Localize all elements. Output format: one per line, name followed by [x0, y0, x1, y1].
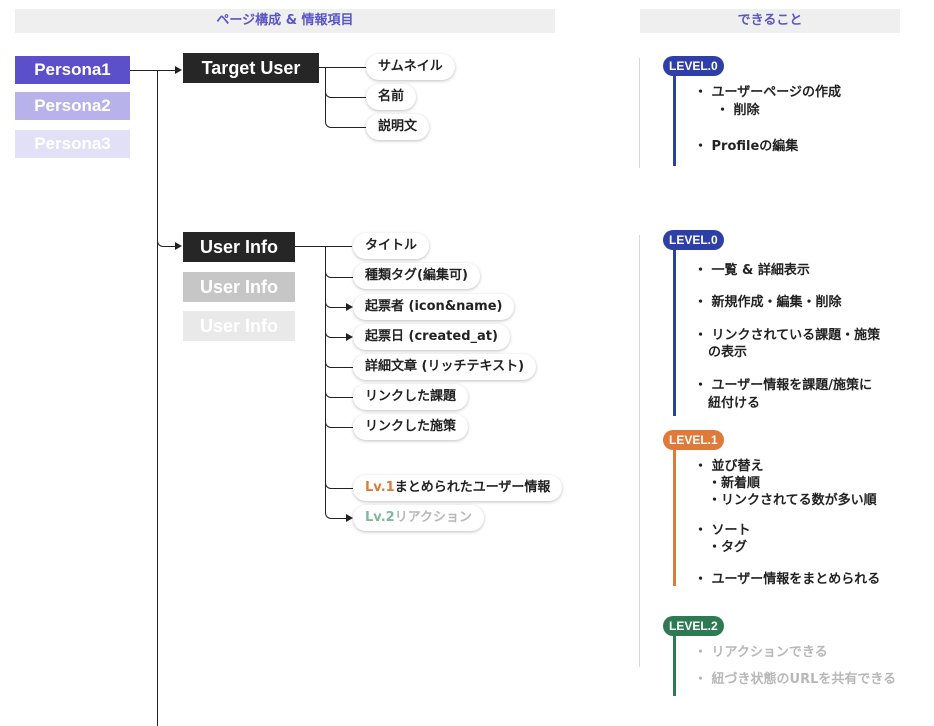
persona-2[interactable]: Persona2: [15, 92, 130, 120]
user-info-ghost-1[interactable]: User Info: [183, 272, 295, 302]
lv2-text: リアクション: [394, 510, 473, 525]
connector-target-line: [319, 67, 366, 68]
panel1-separator: [639, 58, 640, 168]
panel2-subitem-most-linked: ・リンクされてる数が多い順: [708, 493, 877, 508]
arrow-ui-item4: [346, 333, 353, 341]
panel2-item-sort: ・ ソート: [694, 523, 751, 538]
target-item-thumbnail: サムネイル: [366, 54, 455, 80]
connector-ui-lv1: [325, 473, 353, 489]
panel2-level0-bar: [673, 240, 676, 416]
arrow-ui-lv2: [346, 514, 353, 522]
connector-ui-item6: [325, 382, 353, 398]
lv1-prefix: Lv.1: [365, 480, 395, 495]
connector-trunk-userinfo: [157, 220, 176, 247]
panel1-level0-badge: LEVEL.0: [663, 56, 724, 76]
ui-item-lv2-reaction: Lv.2リアクション: [353, 505, 485, 531]
connector-ui-item3: [325, 292, 347, 308]
arrow-to-user-info: [175, 242, 182, 250]
panel2-level2-bar: [673, 626, 676, 696]
persona-3[interactable]: Persona3: [15, 130, 130, 158]
ui-item-created-at: 起票日 (created_at): [353, 324, 510, 350]
panel2-level0-badge: LEVEL.0: [663, 230, 724, 250]
connector-target-item3: [325, 111, 367, 128]
arrow-to-target-user: [175, 66, 182, 74]
connector-ui-item7: [325, 412, 353, 428]
user-info-node[interactable]: User Info: [183, 232, 295, 262]
ui-item-lv1-grouped: Lv.1まとめられたユーザー情報: [353, 475, 563, 501]
connector-ui-item5: [325, 352, 353, 368]
panel2-item-link-user-info-cont: 紐付ける: [708, 396, 761, 411]
panel1-item-create-page: ・ ユーザーページの作成: [694, 85, 842, 100]
main-trunk-line: [157, 70, 158, 726]
userinfo-branch-line: [325, 246, 326, 510]
right-section-header: できること: [640, 9, 900, 33]
panel2-item-reaction: ・ リアクションできる: [694, 645, 828, 660]
panel2-level2-badge: LEVEL.2: [663, 616, 724, 636]
panel2-subitem-newest: ・新着順: [708, 476, 761, 491]
user-info-ghost-2[interactable]: User Info: [183, 311, 295, 341]
connector-ui-lv2: [325, 503, 347, 519]
panel2-item-crud: ・ 新規作成・編集・削除: [694, 295, 842, 310]
lv2-prefix: Lv.2: [365, 510, 395, 525]
connector-ui-item2: [325, 262, 353, 278]
panel2-item-sort-order: ・ 並び替え: [694, 459, 764, 474]
panel2-level1-bar: [673, 440, 676, 586]
panel2-item-share-url: ・ 紐づき状態のURLを共有できる: [694, 672, 897, 687]
target-item-description: 説明文: [366, 114, 430, 140]
panel1-item-profile-edit: ・ Profileの編集: [694, 139, 799, 154]
ui-item-creator: 起票者 (icon&name): [353, 294, 515, 320]
target-user-node[interactable]: Target User: [183, 53, 319, 83]
panel2-subitem-tag: ・タグ: [708, 540, 748, 555]
target-item-name: 名前: [366, 84, 417, 110]
ui-item-title: タイトル: [353, 233, 430, 259]
lv1-text: まとめられたユーザー情報: [394, 480, 551, 495]
panel2-level1-badge: LEVEL.1: [663, 430, 724, 450]
panel2-item-linked-display: ・ リンクされている課題・施策: [694, 328, 881, 343]
panel1-level0-bar: [673, 66, 676, 166]
left-section-header: ページ構成 & 情報項目: [15, 9, 555, 33]
ui-item-type-tag: 種類タグ(編集可): [353, 263, 480, 289]
persona-1[interactable]: Persona1: [15, 56, 130, 84]
panel2-item-link-user-info: ・ ユーザー情報を課題/施策に: [694, 378, 873, 393]
panel2-item-linked-display-cont: の表示: [708, 345, 748, 360]
panel1-subitem-delete: ・ 削除: [716, 103, 760, 118]
ui-item-detail-text: 詳細文章 (リッチテキスト): [353, 354, 537, 380]
ui-item-linked-issue: リンクした課題: [353, 384, 469, 410]
panel2-separator: [639, 235, 640, 667]
connector-persona-target: [130, 70, 175, 71]
connector-ui-item4: [325, 322, 347, 338]
ui-item-linked-measure: リンクした施策: [353, 414, 469, 440]
connector-target-item2: [325, 82, 367, 98]
connector-userinfo-line: [295, 246, 352, 247]
panel2-item-list-detail: ・ 一覧 & 詳細表示: [694, 263, 810, 278]
arrow-ui-item3: [346, 303, 353, 311]
panel2-item-group-user-info: ・ ユーザー情報をまとめられる: [694, 572, 881, 587]
